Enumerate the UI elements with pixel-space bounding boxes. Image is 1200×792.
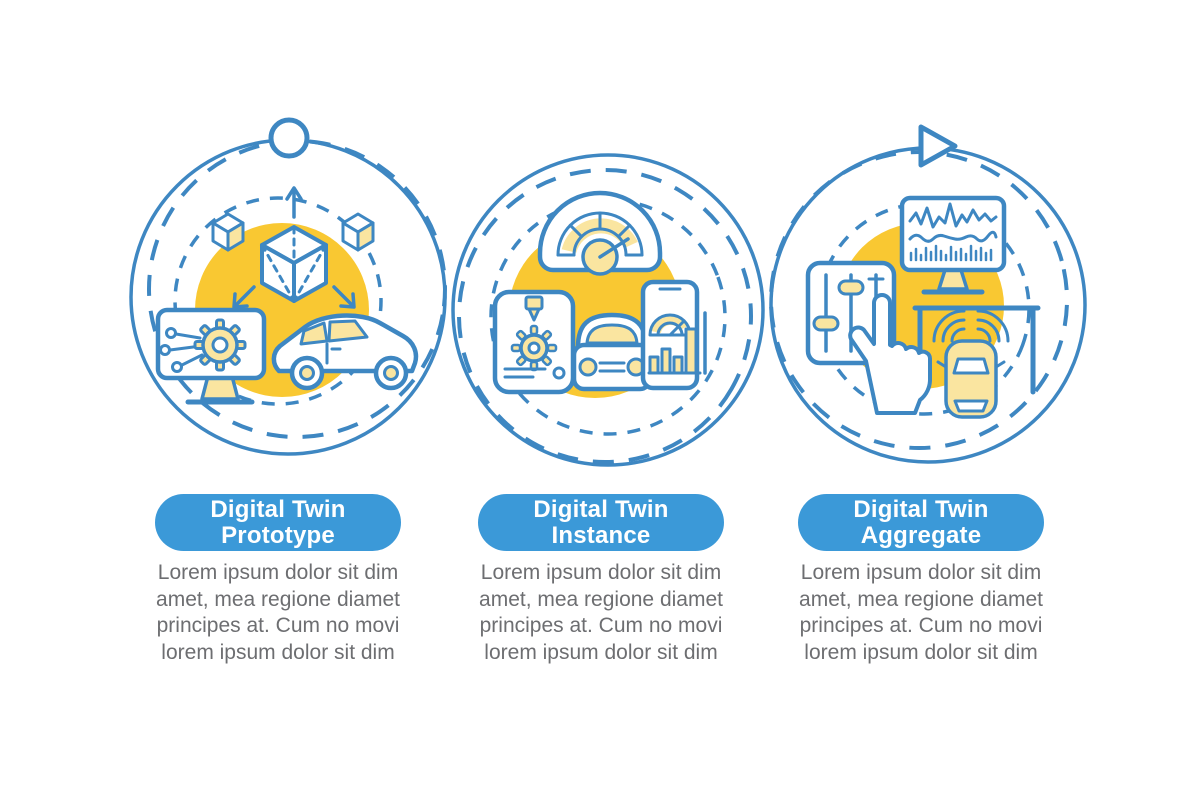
play-node-icon	[918, 124, 958, 168]
prototype-illustration	[129, 117, 447, 456]
aggregate-illustration	[769, 124, 1087, 464]
step-title-line: Prototype	[221, 521, 335, 549]
car-side-icon	[271, 313, 419, 391]
step-title-line: Digital Twin	[210, 495, 346, 523]
smart-garage-car-icon	[912, 305, 1041, 419]
step-title-badge-prototype: Digital Twin Prototype	[155, 494, 401, 551]
monitor-gear-network-icon	[155, 307, 267, 405]
car-front-icon	[571, 312, 653, 392]
step-title-badge-instance: Digital Twin Instance	[478, 494, 724, 551]
instance-illustration	[451, 153, 765, 467]
gauge-icon	[537, 190, 663, 276]
phone-analytics-icon	[640, 279, 707, 391]
step-description-prototype: Lorem ipsum dolor sit dim amet, mea regi…	[156, 561, 400, 664]
step-title-line: Digital Twin	[853, 495, 989, 523]
step-description-instance: Lorem ipsum dolor sit dim amet, mea regi…	[479, 561, 723, 664]
sliders-hand-icon	[805, 260, 933, 415]
step-title-line: Instance	[551, 521, 651, 549]
small-cube-icon	[211, 212, 245, 252]
3d-cube-icon	[232, 186, 356, 309]
step-title-line: Digital Twin	[533, 495, 669, 523]
3d-printer-icon	[492, 289, 576, 395]
step-title-line: Aggregate	[860, 521, 982, 549]
step-description-aggregate: Lorem ipsum dolor sit dim amet, mea regi…	[799, 561, 1043, 664]
monitor-waveform-icon	[899, 195, 1007, 295]
circle-node-icon	[268, 117, 310, 159]
small-cube-icon	[341, 212, 375, 252]
step-title-badge-aggregate: Digital Twin Aggregate	[798, 494, 1044, 551]
